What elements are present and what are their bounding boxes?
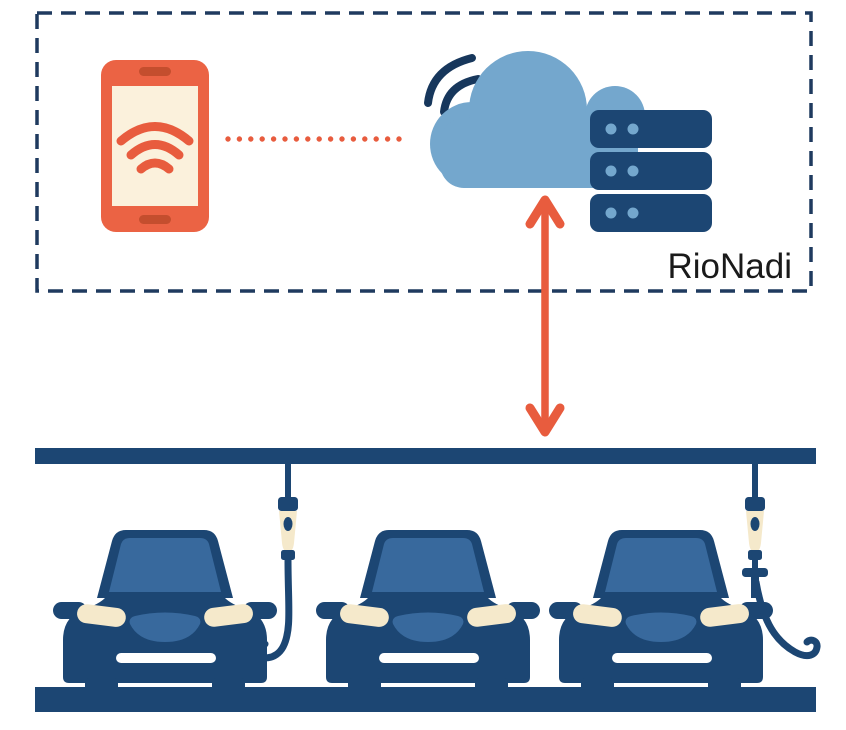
plug-connector	[748, 550, 762, 560]
plug-connector	[281, 550, 295, 560]
server-unit	[590, 194, 712, 232]
plug-handle	[746, 511, 764, 552]
plug-cap	[278, 497, 298, 511]
plug-handle	[279, 511, 297, 552]
smartphone-icon	[101, 60, 209, 232]
plug-cap	[745, 497, 765, 511]
ground-bar	[35, 687, 816, 712]
server-unit	[590, 110, 712, 148]
plug-stem	[285, 463, 291, 499]
platform-label: RioNadi	[668, 247, 793, 286]
sync-double-arrow-icon	[525, 195, 565, 437]
charge-port	[742, 568, 768, 577]
car-icon	[549, 530, 773, 691]
phone-speaker	[139, 67, 171, 76]
phone-home-button	[139, 215, 171, 224]
plug-hole	[283, 517, 293, 531]
car-icon	[316, 530, 540, 691]
charge-port-stem	[752, 560, 758, 570]
server-icon	[590, 110, 712, 232]
charge-port-base	[751, 576, 759, 598]
charging-plug-icon	[742, 463, 821, 660]
system-boundary-box	[35, 11, 813, 293]
car-icon	[53, 530, 277, 691]
wifi-icon	[116, 122, 194, 174]
plug-stem	[752, 463, 758, 499]
charging-cable	[752, 578, 821, 660]
cloud-icon	[430, 51, 645, 188]
plug-hole	[750, 517, 760, 531]
server-unit	[590, 152, 712, 190]
signal-waves-icon	[424, 54, 482, 116]
charging-rail	[35, 448, 816, 464]
